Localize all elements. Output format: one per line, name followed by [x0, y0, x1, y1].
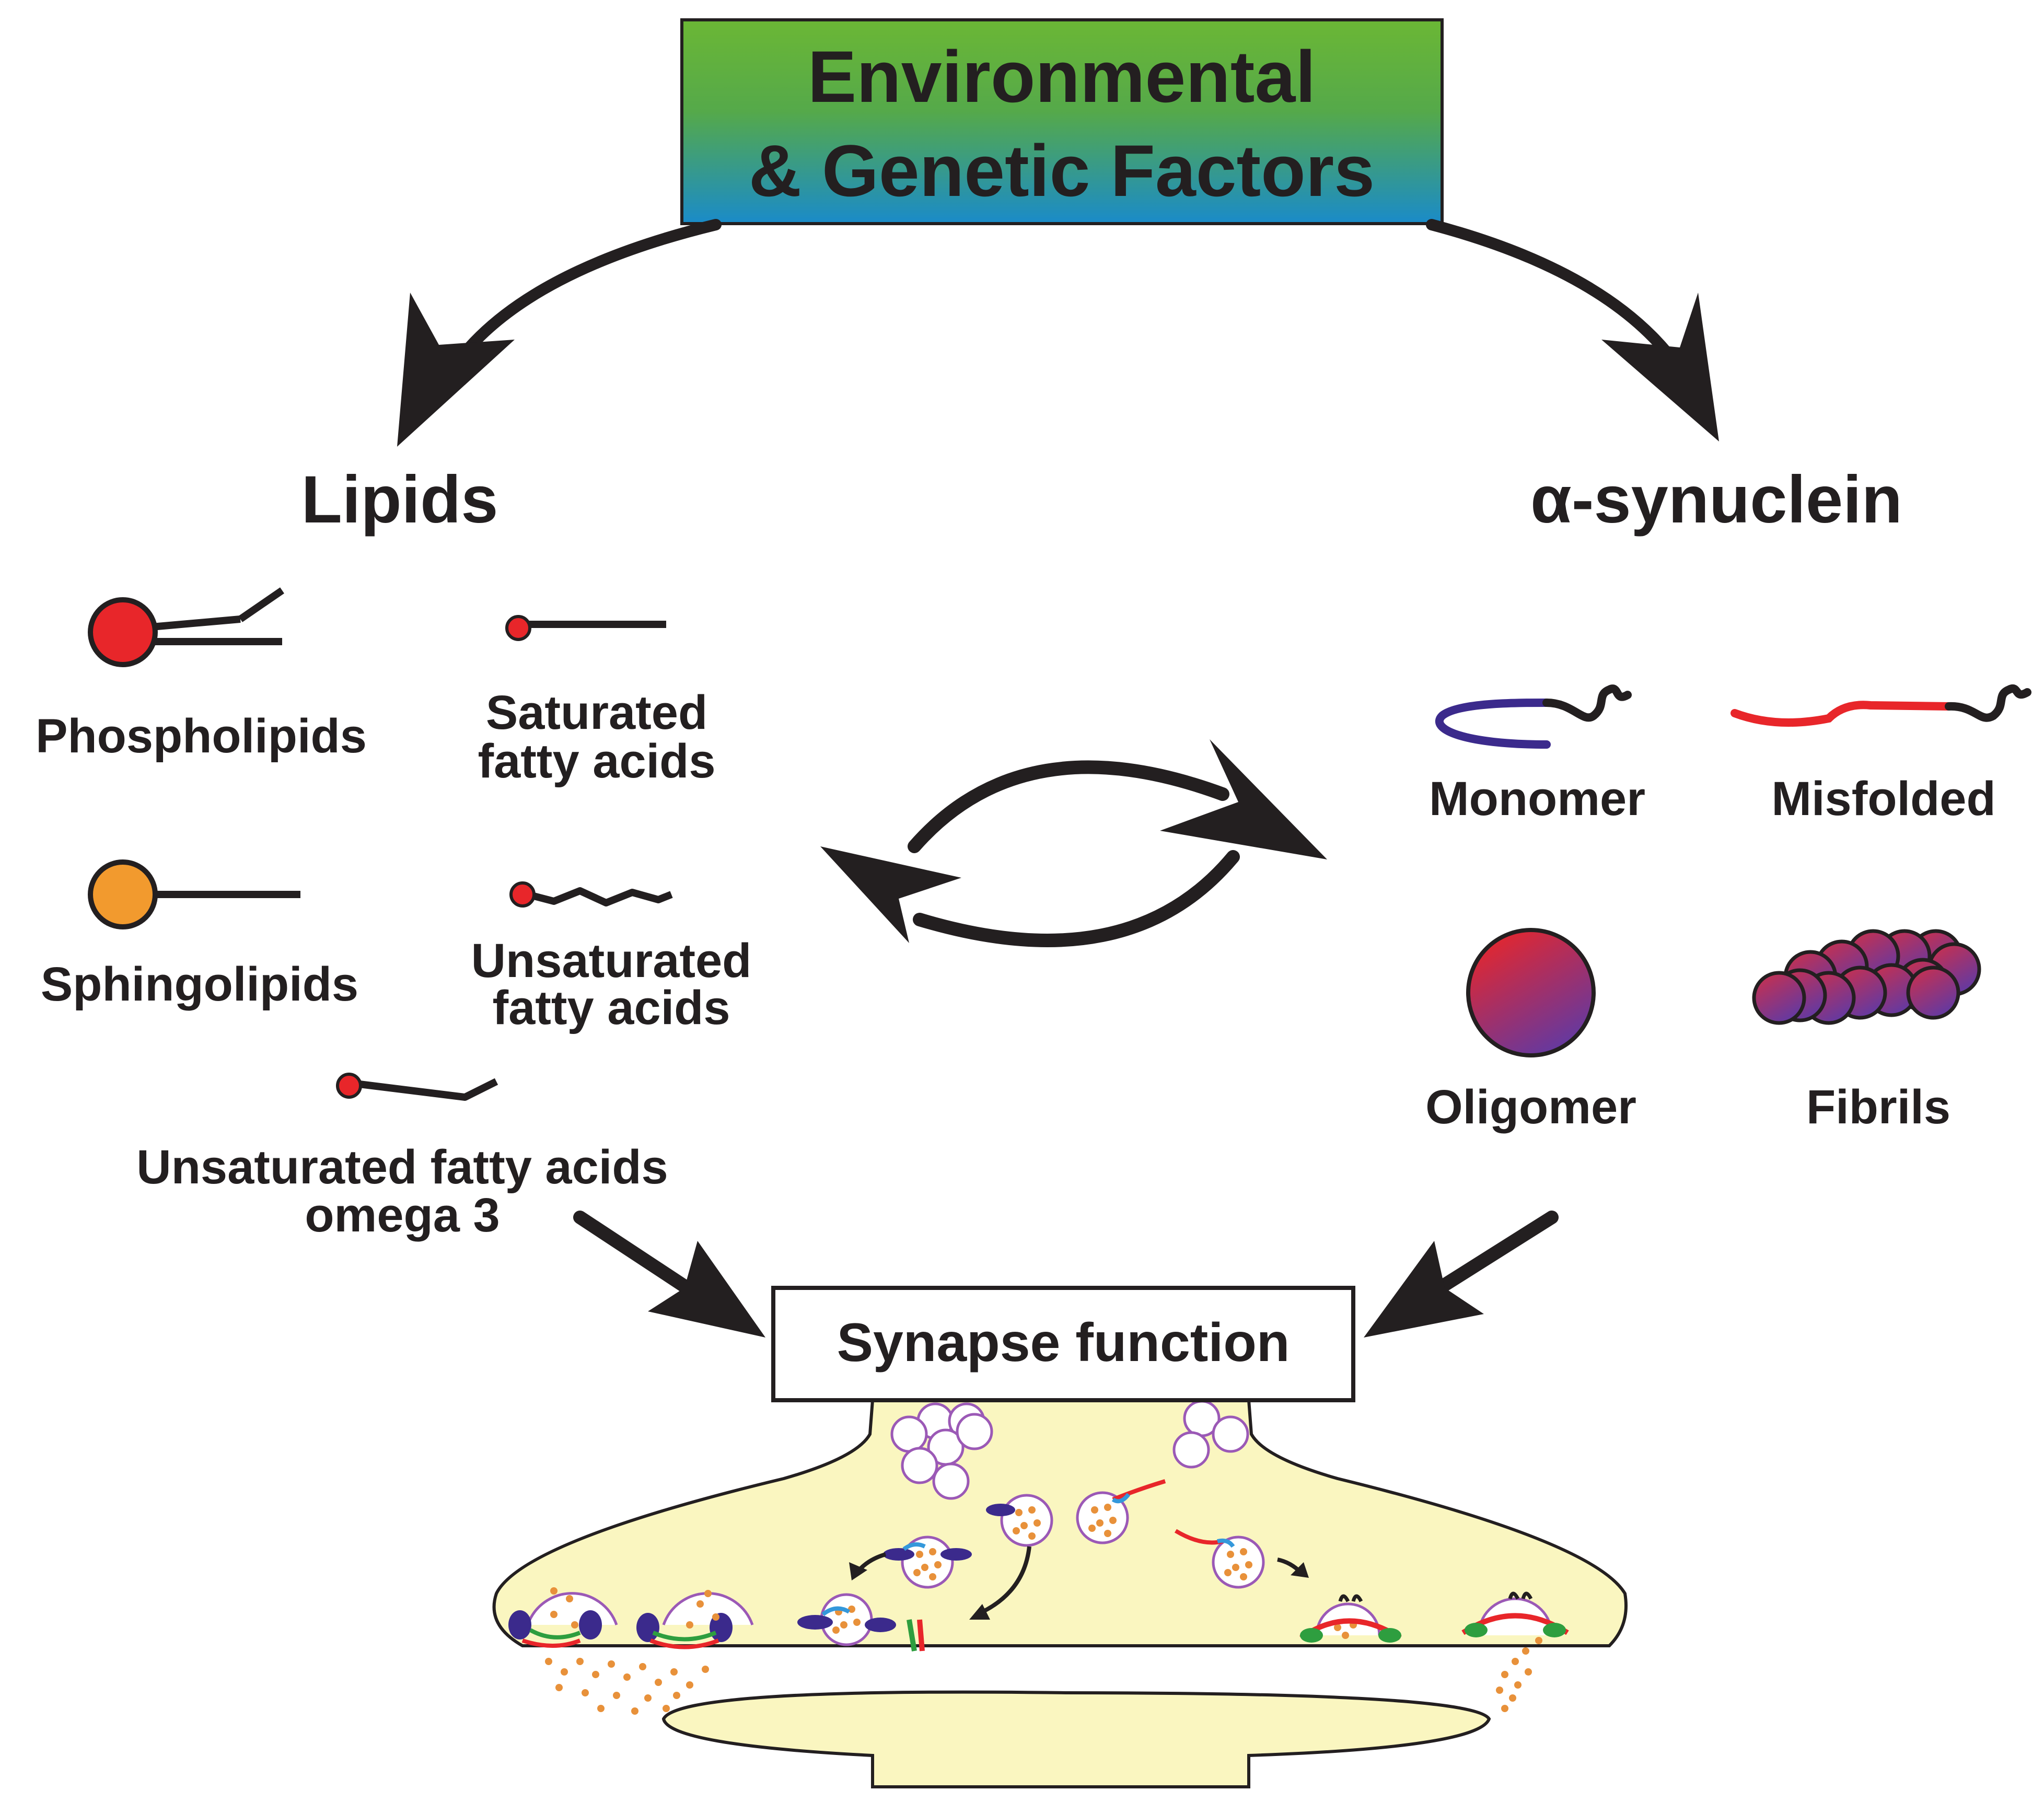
fibrils-icon	[1752, 929, 1981, 1025]
empty-vesicles	[890, 1400, 1249, 1500]
synuclein-heading: α-synuclein	[1530, 462, 1902, 537]
filled-vesicle-1	[986, 1494, 1053, 1547]
omega3-fatty-acid-icon	[336, 1073, 498, 1101]
filled-vesicle-4	[1174, 1529, 1265, 1589]
omega3-label-2: omega 3	[305, 1189, 500, 1242]
filled-vesicle-2	[1076, 1479, 1166, 1544]
arrow-synuclein-to-synapse	[1364, 1211, 1559, 1338]
sphingolipid-icon	[88, 859, 300, 929]
lipids-heading: Lipids	[301, 462, 498, 537]
unsaturated-fatty-acid-icon	[509, 881, 673, 908]
oligomer-icon	[1466, 928, 1596, 1057]
cycle-arrow-left	[820, 846, 1240, 947]
saturated-fatty-acid-icon	[505, 615, 666, 641]
saturated-fatty-acids-label-1: Saturated	[486, 686, 707, 739]
phospholipids-label: Phospholipids	[36, 710, 367, 763]
box-title-line1: Environmental	[808, 36, 1316, 118]
inner-arrowheads	[849, 1562, 1309, 1620]
monomer-label: Monomer	[1429, 772, 1645, 825]
arrow-to-synuclein	[1426, 219, 1719, 441]
fusing-vesicle-right-1	[1299, 1594, 1402, 1643]
cycle-arrow-right	[908, 739, 1327, 859]
omega3-label-1: Unsaturated fatty acids	[136, 1141, 668, 1194]
unsaturated-fatty-acids-label-1: Unsaturated	[471, 934, 752, 987]
arrow-to-lipids	[397, 219, 722, 447]
filled-vesicle-3	[883, 1536, 972, 1589]
oligomer-label: Oligomer	[1425, 1080, 1636, 1134]
misfolded-icon	[1731, 684, 2031, 727]
saturated-fatty-acids-label-2: fatty acids	[478, 735, 715, 788]
monomer-icon	[1435, 684, 1632, 749]
unsaturated-fatty-acids-label-2: fatty acids	[492, 981, 730, 1034]
phospholipid-icon	[88, 587, 284, 667]
synapse-function-label: Synapse function	[837, 1312, 1290, 1373]
filled-vesicle-5	[797, 1593, 896, 1646]
fibrils-label: Fibrils	[1806, 1080, 1950, 1134]
box-title-line2: & Genetic Factors	[749, 130, 1375, 212]
environmental-genetic-factors-box: Environmental & Genetic Factors	[680, 18, 1444, 225]
sphingolipids-label: Sphingolipids	[41, 958, 358, 1011]
synapse-illustration	[492, 1399, 1628, 1788]
synapse-function-box: Synapse function	[771, 1286, 1355, 1402]
fusing-vesicle-left	[508, 1592, 754, 1649]
fusing-vesicle-right-2	[1461, 1591, 1569, 1637]
released-transmitter	[545, 1587, 1542, 1715]
misfolded-label: Misfolded	[1771, 772, 1995, 825]
arrow-lipids-to-synapse	[573, 1211, 765, 1338]
docked-snare-complex-center	[907, 1619, 925, 1652]
